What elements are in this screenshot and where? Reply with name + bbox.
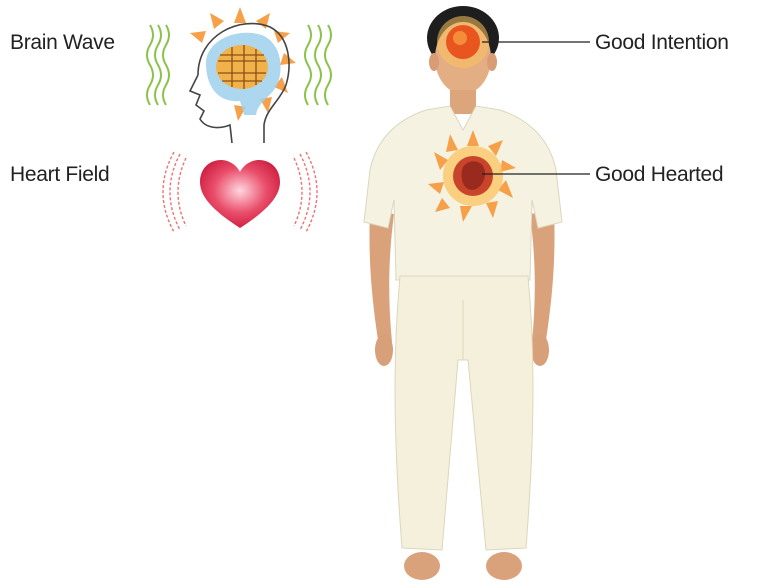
label-heart-field: Heart Field — [10, 163, 109, 187]
label-good-hearted: Good Hearted — [595, 163, 723, 187]
head-sun-icon — [437, 16, 489, 68]
head-brain-icon — [190, 7, 296, 143]
right-wave-lines — [305, 25, 331, 105]
left-field-lines — [163, 152, 186, 232]
man-figure — [330, 0, 590, 588]
heart-icon — [200, 160, 280, 228]
left-wave-lines — [147, 25, 169, 105]
heart-field-illustration — [160, 148, 320, 236]
right-field-lines — [294, 152, 317, 232]
label-brain-wave: Brain Wave — [10, 31, 115, 55]
pants — [395, 276, 533, 550]
brain-wave-illustration — [140, 5, 350, 145]
label-good-intention: Good Intention — [595, 31, 729, 55]
